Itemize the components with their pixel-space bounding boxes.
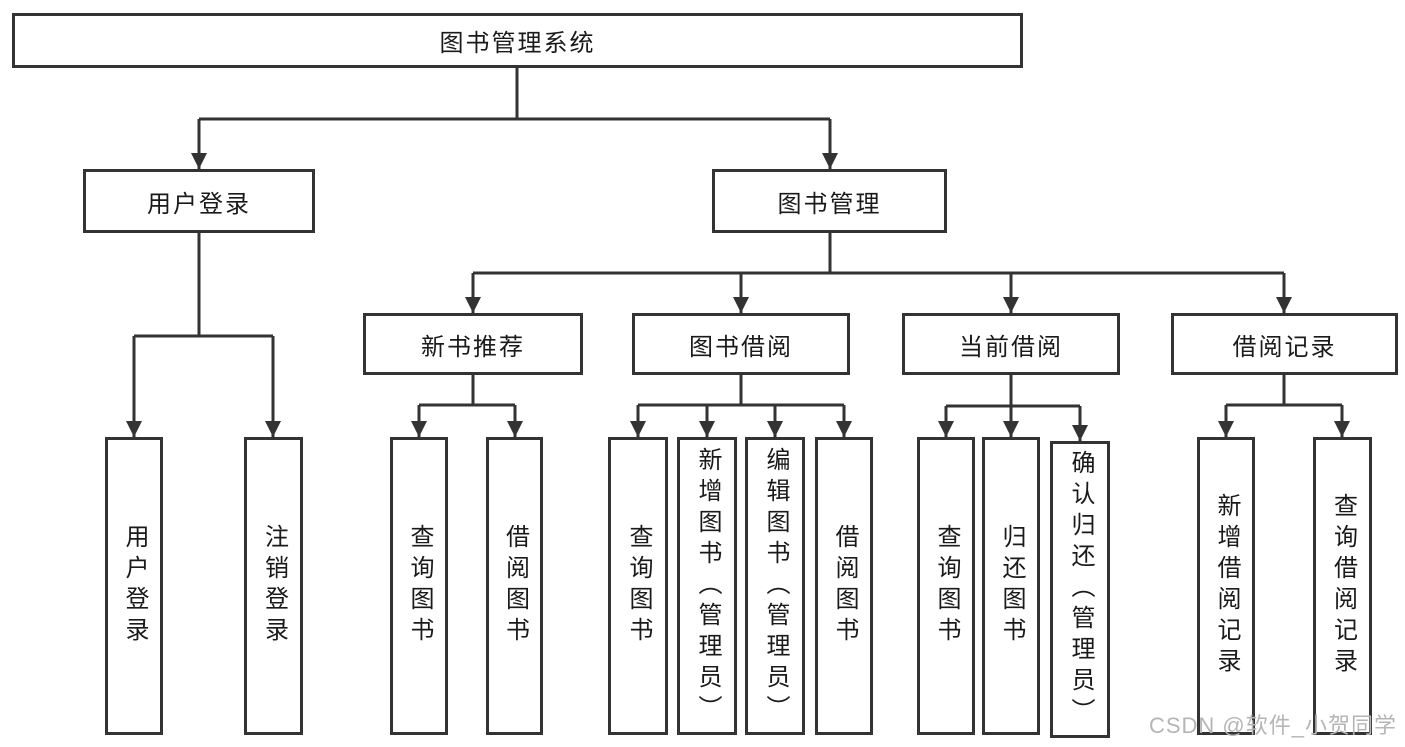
leaf-cb-query-books: 查询图书 <box>917 437 975 735</box>
leaf-rec-borrow-books: 借阅图书 <box>486 437 543 735</box>
leaf-rec-query-books: 查询图书 <box>390 437 448 735</box>
node-book-management: 图书管理 <box>712 169 947 233</box>
leaf-bb-borrow-books: 借阅图书 <box>815 437 873 735</box>
csdn-watermark: CSDN @软件_小贺同学 <box>1148 713 1397 738</box>
node-new-book-recommend: 新书推荐 <box>363 313 583 375</box>
node-book-borrow: 图书借阅 <box>632 313 850 375</box>
leaf-user-login: 用户登录 <box>105 437 163 735</box>
leaf-br-query-record: 查询借阅记录 <box>1313 437 1372 735</box>
leaf-cb-confirm-return: 确认归还（管理员） <box>1050 441 1110 738</box>
leaf-bb-edit-books: 编辑图书（管理员） <box>745 437 805 735</box>
leaf-cb-return-books: 归还图书 <box>982 437 1040 735</box>
leaf-br-add-record: 新增借阅记录 <box>1197 437 1255 735</box>
node-root: 图书管理系统 <box>12 13 1023 68</box>
leaf-bb-add-books: 新增图书（管理员） <box>677 437 737 735</box>
node-current-borrow: 当前借阅 <box>902 313 1120 375</box>
leaf-logout: 注销登录 <box>244 437 303 735</box>
node-user-login: 用户登录 <box>83 169 315 233</box>
leaf-bb-query-books: 查询图书 <box>608 437 668 735</box>
node-borrow-records: 借阅记录 <box>1171 313 1398 375</box>
